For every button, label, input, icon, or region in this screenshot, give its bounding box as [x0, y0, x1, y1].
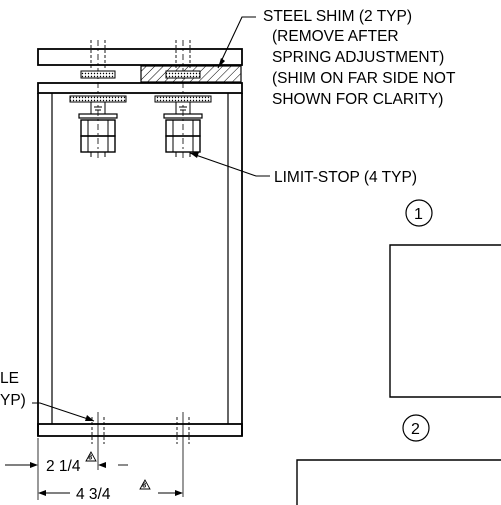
- note-line-3: SPRING ADJUSTMENT): [272, 49, 444, 66]
- bottom-holes: [91, 412, 190, 497]
- note-line-5: SHOWN FOR CLARITY): [272, 91, 443, 108]
- steel-shim-note: STEEL SHIM (2 TYP) (REMOVE AFTER SPRING …: [263, 8, 456, 108]
- spring-assembly-left: [69, 40, 127, 160]
- svg-text:2: 2: [411, 421, 420, 438]
- callout-2: 2: [402, 414, 430, 442]
- svg-text:8: 8: [88, 455, 92, 462]
- hole-note-line-2: YP): [0, 392, 26, 409]
- steel-shim-leader: [217, 16, 256, 69]
- spring-assembly-right: [154, 40, 212, 160]
- limit-stop-leader: [189, 152, 270, 177]
- svg-text:8: 8: [142, 483, 146, 490]
- limit-stop-note: LIMIT-STOP (4 TYP): [274, 169, 417, 186]
- upper-plate: [37, 48, 243, 66]
- hole-note-line-1: LE: [0, 370, 19, 387]
- note-line-1: STEEL SHIM (2 TYP): [263, 8, 412, 25]
- lower-partial-box: [296, 459, 501, 505]
- partial-view-box: [389, 244, 501, 398]
- lower-frame: [37, 82, 243, 437]
- dimension-inner-spacing: 2 1/4: [46, 458, 81, 475]
- hole-leader: [32, 402, 95, 422]
- svg-text:1: 1: [414, 206, 423, 223]
- callout-1: 1: [405, 199, 433, 227]
- revision-triangle-1: 8: [85, 451, 97, 462]
- dimension-lines: [5, 438, 183, 500]
- revision-triangle-2: 8: [139, 479, 151, 490]
- dimension-outer-spacing: 4 3/4: [76, 486, 111, 503]
- note-line-2: (REMOVE AFTER: [272, 28, 399, 45]
- note-line-4: (SHIM ON FAR SIDE NOT: [272, 70, 456, 87]
